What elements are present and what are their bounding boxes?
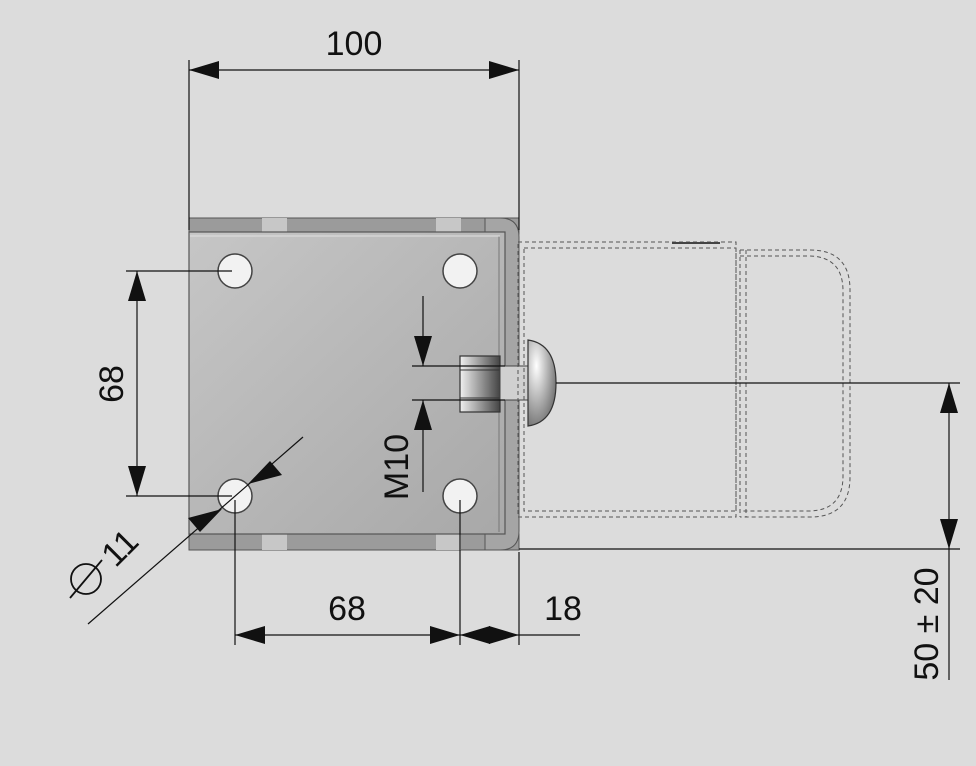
dimension-thread: M10 (378, 296, 505, 500)
diameter-symbol-icon (69, 559, 103, 599)
dimension-label-offset: 18 (544, 590, 582, 628)
dimension-label-hole-diameter: 11 (94, 522, 146, 574)
dimension-hole-spacing-vertical: 68 (93, 270, 232, 497)
mounting-hole-top-right (442, 253, 478, 289)
stroke-value: 50 (908, 643, 946, 681)
dimension-label-hole-spacing-vertical: 68 (93, 365, 131, 403)
dimension-label-thread: M10 (378, 434, 416, 500)
dimension-hole-spacing-horizontal: 68 18 (234, 500, 582, 645)
bolt-assembly (459, 339, 557, 427)
dimension-label-hole-spacing-horizontal: 68 (328, 590, 366, 628)
dimension-overall-width: 100 (188, 25, 520, 230)
stroke-tolerance: ± 20 (908, 567, 946, 633)
hidden-buffer-outline (517, 241, 851, 518)
dimension-label-overall-width: 100 (326, 25, 383, 63)
dimension-stroke: 50 ± 20 (519, 382, 960, 681)
dimension-label-stroke: 50 ± 20 (908, 567, 946, 680)
